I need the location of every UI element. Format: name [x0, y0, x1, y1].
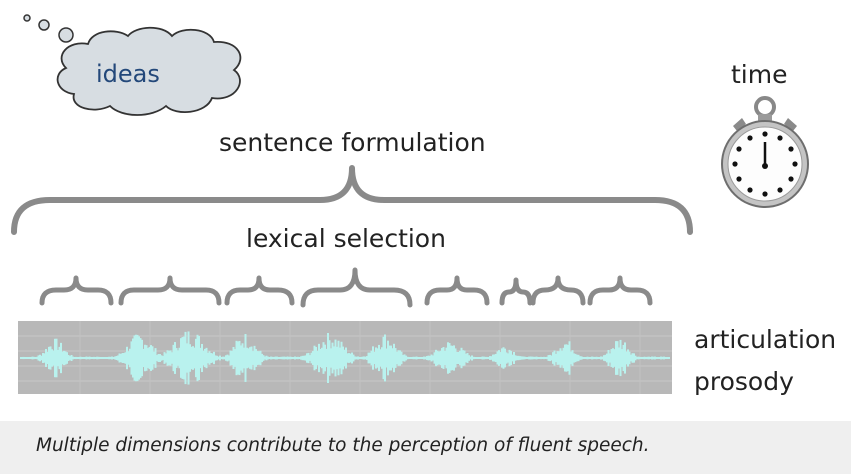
- ideas-label: ideas: [96, 60, 160, 88]
- time-label: time: [731, 60, 788, 89]
- prosody-label: prosody: [694, 367, 794, 396]
- curly-brace-icon: [224, 275, 295, 306]
- curly-brace-icon: [424, 275, 490, 306]
- sentence-brace: [11, 165, 693, 235]
- sentence-formulation-label: sentence formulation: [219, 128, 486, 157]
- curly-brace-icon: [499, 277, 533, 306]
- curly-brace-icon: [118, 275, 222, 306]
- stopwatch-icon: [721, 96, 809, 208]
- curly-brace-icon: [300, 267, 413, 308]
- word-braces: [39, 267, 653, 308]
- articulation-label: articulation: [694, 325, 837, 354]
- curly-brace-icon: [39, 275, 114, 306]
- figure-caption: Multiple dimensions contribute to the pe…: [36, 435, 650, 456]
- caption-bar: Multiple dimensions contribute to the pe…: [0, 421, 851, 474]
- curly-brace-icon: [530, 275, 586, 306]
- speech-waveform-icon: [18, 321, 672, 394]
- lexical-selection-label: lexical selection: [246, 224, 446, 253]
- thought-cloud-icon: [23, 14, 242, 116]
- curly-brace-icon: [587, 275, 653, 306]
